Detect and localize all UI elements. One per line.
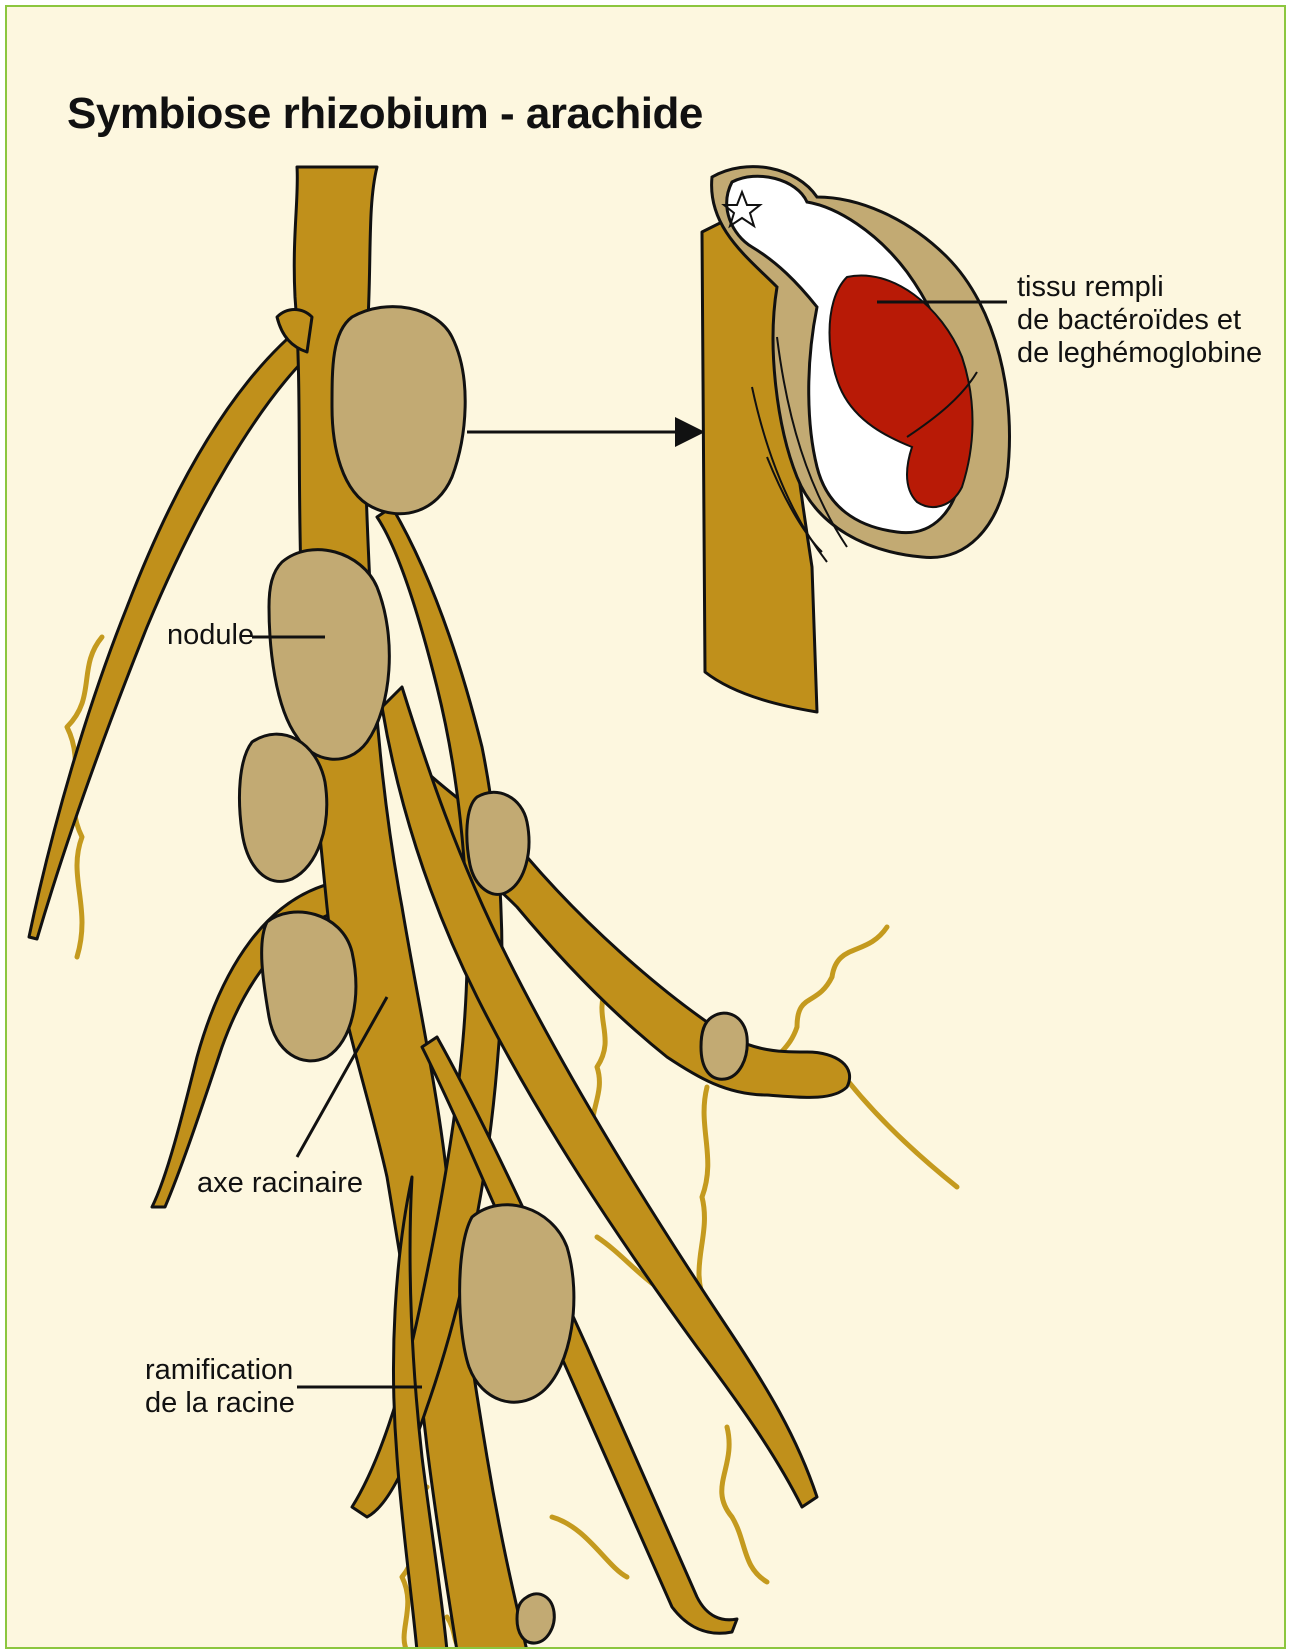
label-root-axis: axe racinaire: [197, 1167, 363, 1200]
label-tissue-line-2: de bactéroïdes et: [1017, 304, 1262, 337]
nodule-cross-section: [702, 167, 1010, 712]
label-tissue-line-3: de leghémoglobine: [1017, 337, 1262, 370]
label-tissue-line-1: tissu rempli: [1017, 271, 1262, 304]
arrow: [467, 417, 705, 447]
rootlets: [67, 637, 957, 1649]
label-nodule: nodule: [167, 619, 254, 652]
diagram-frame: .root { fill: #c0901b; stroke: #111; str…: [5, 5, 1286, 1649]
label-root-branching-line-2: de la racine: [145, 1387, 295, 1420]
diagram-title: Symbiose rhizobium - arachide: [67, 89, 703, 139]
label-tissue: tissu rempli de bactéroïdes et de leghém…: [1017, 271, 1262, 370]
label-root-branching-line-1: ramification: [145, 1354, 295, 1387]
label-root-branching: ramification de la racine: [145, 1354, 295, 1420]
